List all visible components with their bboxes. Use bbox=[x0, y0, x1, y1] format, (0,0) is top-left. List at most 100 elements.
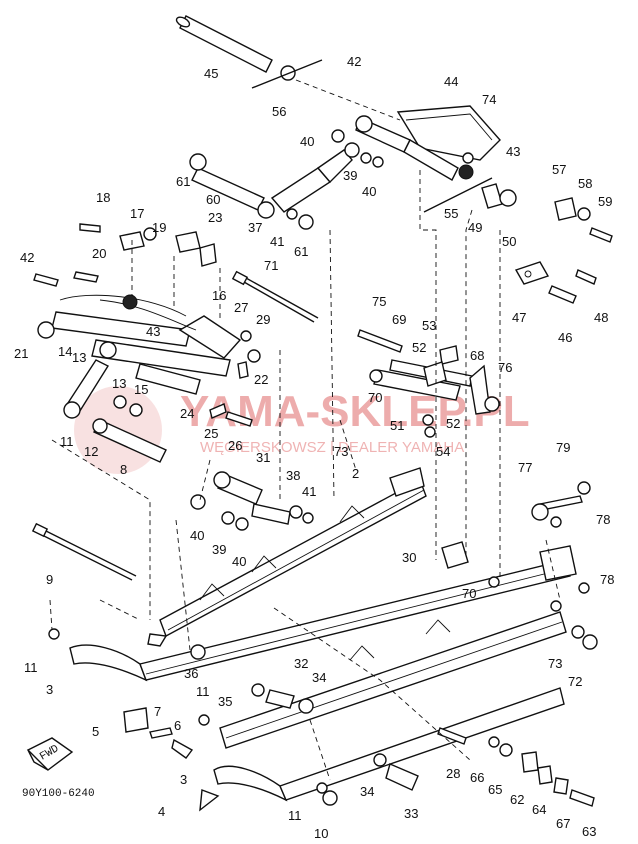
part-label: 3 bbox=[180, 772, 187, 787]
part-label: 68 bbox=[470, 348, 484, 363]
part-label: 43 bbox=[146, 324, 160, 339]
part-label: 6 bbox=[174, 718, 181, 733]
part-label: 30 bbox=[402, 550, 416, 565]
slide-rail-3-drawing bbox=[69, 545, 577, 682]
part-label: 26 bbox=[228, 438, 242, 453]
part-label: 50 bbox=[502, 234, 516, 249]
shaft-45-drawing bbox=[175, 15, 323, 89]
part-label: 47 bbox=[512, 310, 526, 325]
part-label: 63 bbox=[582, 824, 596, 839]
watermark-subtitle: WĘGIERSKOWSZ | DEALER YAMAHA bbox=[200, 439, 464, 456]
part-label: 22 bbox=[254, 372, 268, 387]
part-label: 24 bbox=[180, 406, 194, 421]
part-label: 48 bbox=[594, 310, 608, 325]
part-label: 56 bbox=[272, 104, 286, 119]
slide-rail-2-drawing bbox=[147, 467, 427, 647]
slide-rail-right-drawing bbox=[213, 611, 567, 802]
part-label: 72 bbox=[568, 674, 582, 689]
part-label: 19 bbox=[152, 220, 166, 235]
part-label: 7 bbox=[154, 704, 161, 719]
shaft-31-drawing bbox=[190, 471, 314, 531]
part-label: 78 bbox=[600, 572, 614, 587]
part-label: 29 bbox=[256, 312, 270, 327]
shock-37-drawing bbox=[257, 129, 384, 230]
part-label: 25 bbox=[204, 426, 218, 441]
shaft-60-drawing bbox=[191, 167, 265, 211]
part-label: 73 bbox=[334, 444, 348, 459]
part-label: 34 bbox=[360, 784, 374, 799]
part-label: 16 bbox=[212, 288, 226, 303]
part-label: 10 bbox=[314, 826, 328, 841]
part-label: 69 bbox=[392, 312, 406, 327]
part-label: 40 bbox=[190, 528, 204, 543]
part-labels: 45 56 42 44 74 40 39 40 43 61 60 37 41 6… bbox=[14, 54, 614, 841]
part-label: 49 bbox=[468, 220, 482, 235]
part-label: 11 bbox=[24, 660, 38, 675]
part-label: 27 bbox=[234, 300, 248, 315]
part-label: 15 bbox=[134, 382, 148, 397]
part-label: 20 bbox=[92, 246, 106, 261]
part-label: 33 bbox=[404, 806, 418, 821]
part-label: 65 bbox=[488, 782, 502, 797]
part-label: 76 bbox=[498, 360, 512, 375]
part-label: 4 bbox=[158, 804, 165, 819]
part-label: 60 bbox=[206, 192, 220, 207]
part-label: 3 bbox=[46, 682, 53, 697]
part-label: 58 bbox=[578, 176, 592, 191]
part-label: 67 bbox=[556, 816, 570, 831]
part-label: 74 bbox=[482, 92, 496, 107]
part-label: 38 bbox=[286, 468, 300, 483]
part-label: 51 bbox=[390, 418, 404, 433]
part-label: 42 bbox=[20, 250, 34, 265]
bracket-47-drawing bbox=[514, 261, 597, 304]
bolt-71-drawing bbox=[231, 270, 319, 323]
hardware-bottom-drawing bbox=[48, 576, 598, 812]
part-label: 70 bbox=[462, 586, 476, 601]
part-label: 5 bbox=[92, 724, 99, 739]
part-label: 44 bbox=[444, 74, 458, 89]
part-label: 18 bbox=[96, 190, 110, 205]
part-label: 13 bbox=[112, 376, 126, 391]
part-label: 8 bbox=[120, 462, 127, 477]
watermark-title: YAMA-SKLEP.PL bbox=[180, 387, 530, 436]
part-label: 53 bbox=[422, 318, 436, 333]
part-label: 61 bbox=[176, 174, 190, 189]
hardware-left-upper-drawing bbox=[33, 223, 217, 287]
part-label: 64 bbox=[532, 802, 546, 817]
part-label: 23 bbox=[208, 210, 222, 225]
part-label: 2 bbox=[352, 466, 359, 481]
part-label: 39 bbox=[212, 542, 226, 557]
part-label: 40 bbox=[300, 134, 314, 149]
rod-9-drawing bbox=[31, 522, 137, 581]
part-label: 12 bbox=[84, 444, 98, 459]
alignment-lines bbox=[49, 79, 561, 781]
watermark: YAMA-SKLEP.PL WĘGIERSKOWSZ | DEALER YAMA… bbox=[74, 386, 530, 474]
part-label: 73 bbox=[548, 656, 562, 671]
hardware-right-drawing bbox=[481, 183, 613, 243]
part-label: 78 bbox=[596, 512, 610, 527]
part-label: 28 bbox=[446, 766, 460, 781]
part-label: 55 bbox=[444, 206, 458, 221]
part-label: 66 bbox=[470, 770, 484, 785]
bracket-44-drawing bbox=[355, 105, 501, 213]
part-label: 46 bbox=[558, 330, 572, 345]
mid-right-drawing bbox=[357, 329, 500, 438]
part-label: 79 bbox=[556, 440, 570, 455]
arm-12-drawing bbox=[63, 359, 253, 463]
part-label: 42 bbox=[347, 54, 361, 69]
part-label: 11 bbox=[60, 434, 74, 449]
part-label: 40 bbox=[232, 554, 246, 569]
part-label: 32 bbox=[294, 656, 308, 671]
part-label: 39 bbox=[343, 168, 357, 183]
part-label: 35 bbox=[218, 694, 232, 709]
part-label: 34 bbox=[312, 670, 326, 685]
part-label: 41 bbox=[270, 234, 284, 249]
part-label: 11 bbox=[288, 808, 302, 823]
fwd-arrow-icon: FWD bbox=[26, 737, 74, 771]
part-label: 37 bbox=[248, 220, 262, 235]
part-label: 54 bbox=[436, 444, 450, 459]
part-label: 57 bbox=[552, 162, 566, 177]
part-label: 45 bbox=[204, 66, 218, 81]
part-label: 40 bbox=[362, 184, 376, 199]
